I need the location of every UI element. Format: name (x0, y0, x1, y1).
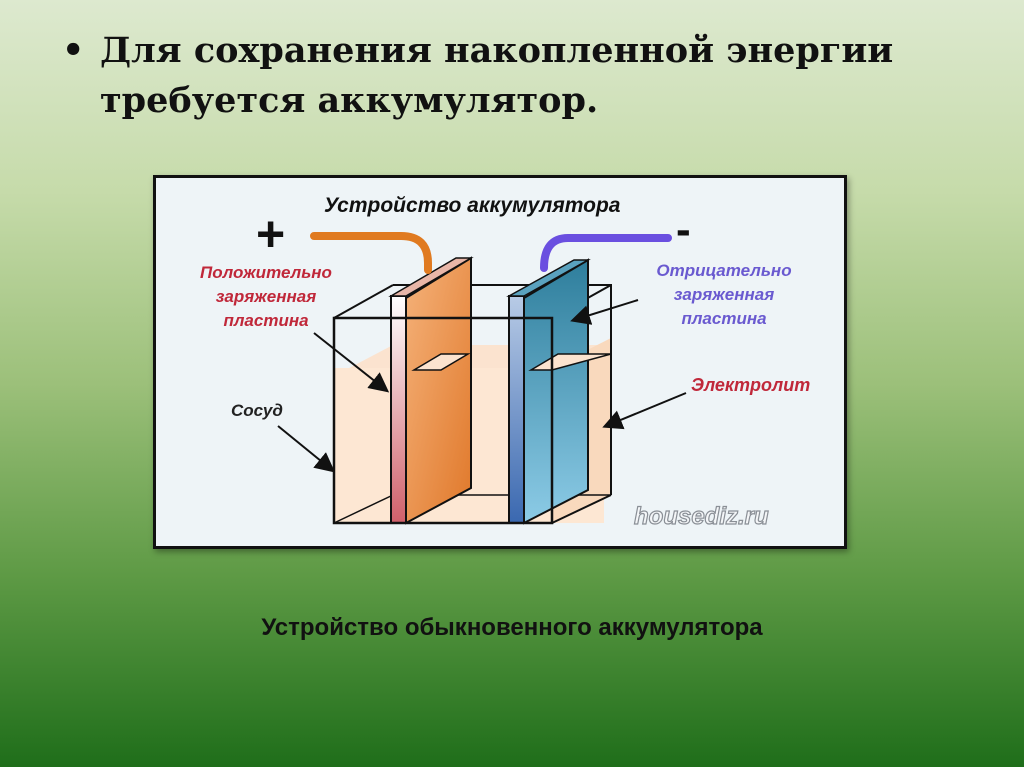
watermark: housediz.ru (634, 503, 769, 530)
positive-plate-edge (390, 295, 407, 524)
positive-wire (310, 232, 432, 274)
positive-plate-label-line2: заряженная (216, 287, 317, 306)
negative-plate (506, 258, 591, 525)
plus-sign: + (256, 206, 285, 262)
negative-plate-label-line1: Отрицательно (656, 261, 791, 280)
negative-wire (540, 234, 672, 272)
vessel-outline-front (332, 316, 554, 525)
bullet-text: Для сохранения накопленной энергии требу… (100, 30, 894, 121)
negative-plate-top (506, 259, 591, 297)
vessel-label: Сосуд (231, 401, 283, 420)
positive-plate-top (388, 257, 474, 297)
battery-diagram-svg: Устройство аккумулятора + - Положительно… (200, 194, 810, 531)
negative-plate-label-line2: заряженная (674, 285, 775, 304)
electrolyte-level (411, 353, 471, 371)
diagram-title: Устройство аккумулятора (324, 194, 621, 217)
positive-plate-label-line1: Положительно (200, 263, 332, 282)
negative-plate-arrow (570, 299, 639, 325)
bullet-marker: • (62, 30, 85, 71)
negative-plate-edge (508, 295, 525, 524)
slide-caption: Устройство обыкновенного аккумулятора (261, 614, 763, 641)
vessel-edge (333, 494, 394, 524)
vessel-edge (551, 494, 612, 524)
minus-sign: - (676, 205, 691, 254)
negative-plate-face (523, 258, 589, 525)
vessel-arrow (277, 425, 336, 473)
battery-diagram: Устройство аккумулятора + - Положительно… (153, 175, 847, 549)
electrolyte-arrow (602, 392, 687, 430)
vessel-edge (333, 284, 394, 319)
positive-plate-arrow (313, 332, 390, 393)
positive-plate-label-line3: пластина (223, 311, 308, 330)
electrolyte-label: Электролит (691, 375, 810, 395)
positive-plate-face (405, 256, 472, 525)
positive-plate (388, 256, 474, 525)
negative-plate-label-line3: пластина (681, 309, 766, 328)
